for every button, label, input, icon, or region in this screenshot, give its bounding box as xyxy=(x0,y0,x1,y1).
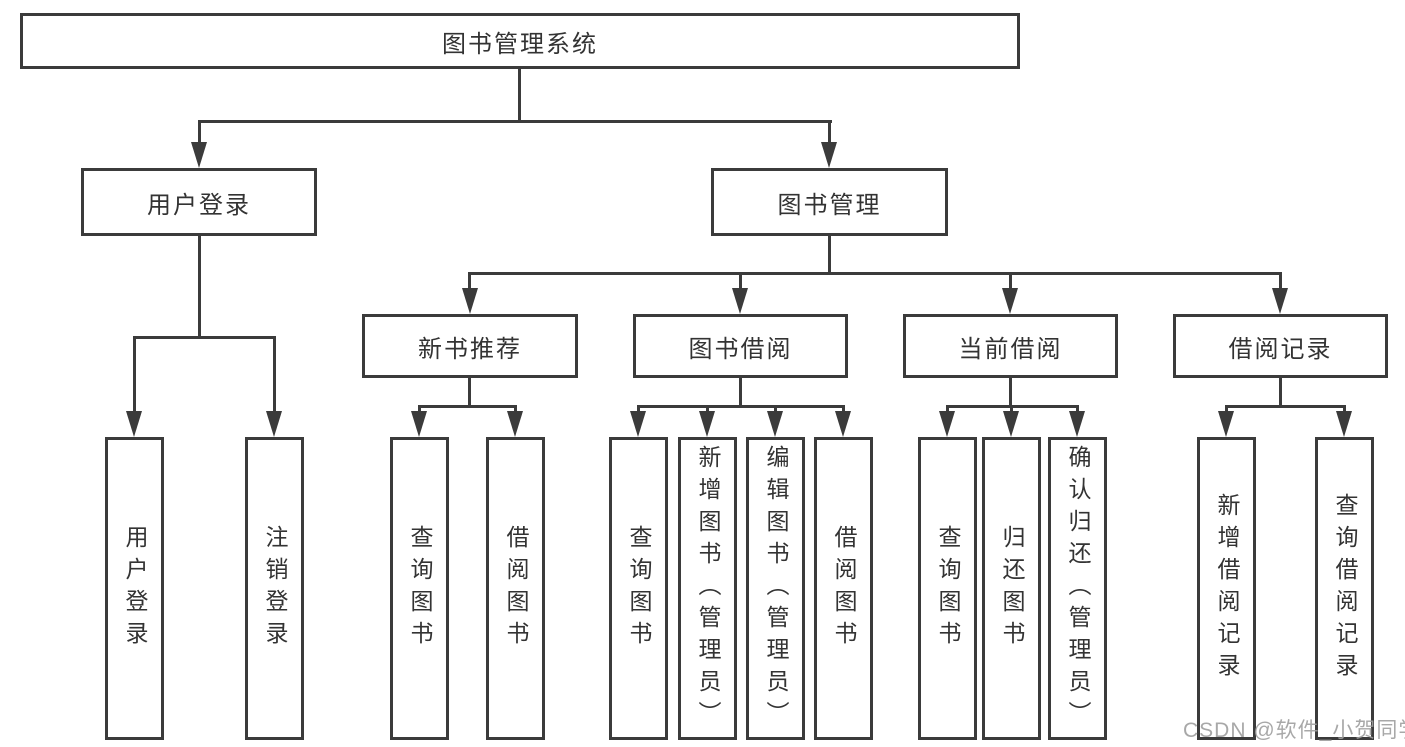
connector-line xyxy=(1009,378,1012,408)
arrowhead-down-icon xyxy=(939,411,955,437)
leaf-edit-book-admin: 编辑图书（管理员） xyxy=(746,437,805,740)
node-book-borrowing: 图书借阅 xyxy=(633,314,848,378)
connector-line xyxy=(198,120,201,146)
connector-line xyxy=(1225,405,1346,408)
node-new-book-recommend: 新书推荐 xyxy=(362,314,578,378)
arrowhead-down-icon xyxy=(1336,411,1352,437)
node-label: 归还图书 xyxy=(999,524,1025,653)
node-label: 查询图书 xyxy=(407,524,433,653)
node-label: 图书借阅 xyxy=(688,335,793,363)
node-label: 查询图书 xyxy=(935,524,961,653)
leaf-return-books: 归还图书 xyxy=(982,437,1041,740)
arrowhead-down-icon xyxy=(462,288,478,314)
connector-line xyxy=(468,378,471,408)
leaf-borrow-books-borrowing: 借阅图书 xyxy=(814,437,873,740)
arrowhead-down-icon xyxy=(266,411,282,437)
arrowhead-down-icon xyxy=(1272,288,1288,314)
connector-line xyxy=(739,378,742,408)
node-label: 查询图书 xyxy=(626,524,652,653)
arrowhead-down-icon xyxy=(699,411,715,437)
connector-line xyxy=(133,336,276,339)
node-label: 用户登录 xyxy=(147,191,251,219)
leaf-add-book-admin: 新增图书（管理员） xyxy=(678,437,737,740)
node-label: 确认归还（管理员） xyxy=(1065,444,1091,733)
connector-line xyxy=(739,272,742,292)
connector-line xyxy=(1279,378,1282,408)
leaf-confirm-return-admin: 确认归还（管理员） xyxy=(1048,437,1107,740)
node-label: 查询借阅记录 xyxy=(1332,492,1358,685)
node-book-management: 图书管理 xyxy=(711,168,948,236)
node-label: 借阅记录 xyxy=(1228,335,1333,363)
arrowhead-down-icon xyxy=(732,288,748,314)
arrowhead-down-icon xyxy=(1069,411,1085,437)
arrowhead-down-icon xyxy=(1003,411,1019,437)
node-label: 当前借阅 xyxy=(958,335,1063,363)
arrowhead-down-icon xyxy=(1002,288,1018,314)
node-label: 注销登录 xyxy=(262,524,288,653)
connector-line xyxy=(828,236,831,275)
arrowhead-down-icon xyxy=(1218,411,1234,437)
leaf-user-login: 用户登录 xyxy=(105,437,164,740)
node-label: 编辑图书（管理员） xyxy=(763,444,789,733)
leaf-logout: 注销登录 xyxy=(245,437,304,740)
connector-line xyxy=(518,69,521,123)
node-label: 用户登录 xyxy=(122,524,148,653)
connector-line xyxy=(637,405,845,408)
connector-line xyxy=(133,336,136,416)
leaf-add-borrow-record: 新增借阅记录 xyxy=(1197,437,1256,740)
connector-line xyxy=(198,236,201,339)
arrowhead-down-icon xyxy=(126,411,142,437)
connector-line xyxy=(273,336,276,416)
leaf-query-books-current: 查询图书 xyxy=(918,437,977,740)
node-library-system: 图书管理系统 xyxy=(20,13,1020,69)
node-label: 新增借阅记录 xyxy=(1214,492,1240,685)
arrowhead-down-icon xyxy=(630,411,646,437)
watermark-text: CSDN @软件_小贺同学 xyxy=(1183,719,1405,742)
arrowhead-down-icon xyxy=(191,142,207,168)
connector-line xyxy=(418,405,517,408)
node-label: 借阅图书 xyxy=(503,524,529,653)
leaf-query-borrow-record: 查询借阅记录 xyxy=(1315,437,1374,740)
connector-line xyxy=(1279,272,1282,292)
arrowhead-down-icon xyxy=(767,411,783,437)
arrowhead-down-icon xyxy=(411,411,427,437)
connector-line xyxy=(198,120,832,123)
node-label: 图书管理 xyxy=(777,191,882,219)
node-label: 新书推荐 xyxy=(418,335,522,363)
connector-line xyxy=(468,272,471,292)
leaf-query-books-recommend: 查询图书 xyxy=(390,437,449,740)
node-current-borrowing: 当前借阅 xyxy=(903,314,1118,378)
node-label: 借阅图书 xyxy=(831,524,857,653)
arrowhead-down-icon xyxy=(507,411,523,437)
connector-line xyxy=(828,120,831,146)
leaf-borrow-books-recommend: 借阅图书 xyxy=(486,437,545,740)
arrowhead-down-icon xyxy=(821,142,837,168)
connector-line xyxy=(469,272,1282,275)
leaf-query-books-borrowing: 查询图书 xyxy=(609,437,668,740)
arrowhead-down-icon xyxy=(835,411,851,437)
node-user-login: 用户登录 xyxy=(81,168,317,236)
node-label: 新增图书（管理员） xyxy=(695,444,721,733)
node-label: 图书管理系统 xyxy=(442,30,598,58)
node-borrow-records: 借阅记录 xyxy=(1173,314,1388,378)
connector-line xyxy=(1009,272,1012,292)
